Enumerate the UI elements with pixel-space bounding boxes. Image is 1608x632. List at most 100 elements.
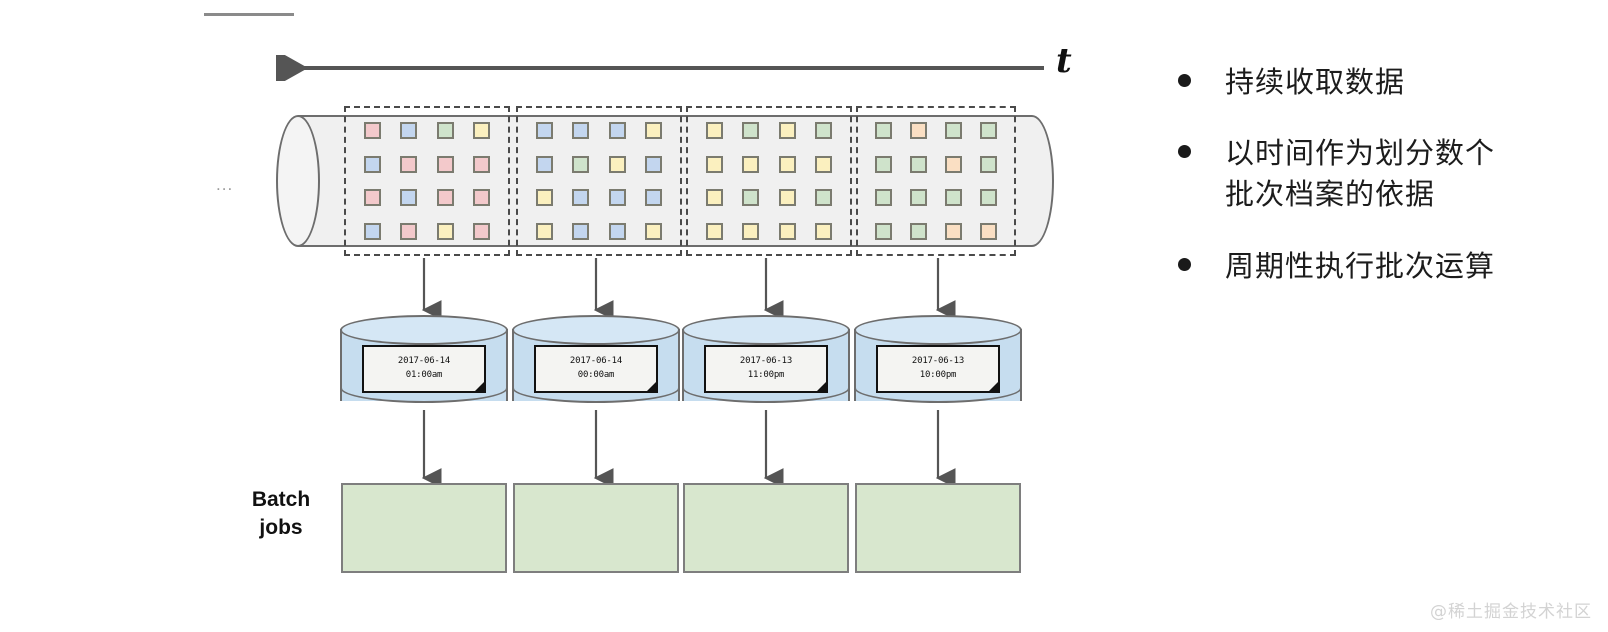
- event-tile: [778, 155, 796, 173]
- event-tile: [705, 155, 723, 173]
- event-tile: [778, 222, 796, 240]
- event-tile: [875, 122, 892, 140]
- batch-job-box[interactable]: [683, 483, 849, 573]
- batch-file-date: 2017-06-13: [739, 356, 793, 367]
- event-tile: [742, 155, 760, 173]
- event-tile: [910, 155, 927, 173]
- bullet-dot-icon: [1178, 145, 1191, 159]
- event-tile: [535, 122, 553, 140]
- event-tile: [572, 122, 590, 140]
- batch-file-date: 2017-06-14: [569, 356, 623, 367]
- event-tile: [815, 122, 833, 140]
- event-tile: [608, 222, 626, 240]
- event-tile: [815, 222, 833, 240]
- event-tile: [535, 155, 553, 173]
- datastore-cylinder[interactable]: 2017-06-14 00:00am: [512, 315, 680, 415]
- event-tile: [980, 222, 997, 240]
- event-tile: [473, 155, 491, 173]
- stream-ellipsis: ...: [216, 175, 234, 194]
- datastore-cylinder[interactable]: 2017-06-14 01:00am: [340, 315, 508, 415]
- event-tile: [535, 189, 553, 207]
- page-fold-icon: [816, 381, 827, 392]
- event-tile: [436, 122, 454, 140]
- event-tile: [473, 122, 491, 140]
- stream-body: [298, 115, 1032, 247]
- event-tile: [945, 189, 962, 207]
- event-tile: [645, 222, 663, 240]
- event-tile: [400, 189, 418, 207]
- batch-job-box[interactable]: [513, 483, 679, 573]
- event-tile: [980, 189, 997, 207]
- watermark: @稀土掘金技术社区: [1430, 602, 1592, 622]
- batch-file-note: 2017-06-14 00:00am: [534, 345, 658, 393]
- event-tile: [645, 155, 663, 173]
- batch-file-date: 2017-06-14: [397, 356, 451, 367]
- datastore-top: [512, 315, 680, 345]
- event-tile: [705, 122, 723, 140]
- top-rule-decoration: [204, 13, 294, 16]
- event-tile: [742, 189, 760, 207]
- event-tile: [436, 155, 454, 173]
- event-tile: [400, 155, 418, 173]
- event-stream-cylinder: [276, 115, 1054, 247]
- event-tile: [980, 155, 997, 173]
- event-tile: [705, 222, 723, 240]
- datastore-cylinder[interactable]: 2017-06-13 10:00pm: [854, 315, 1022, 415]
- event-tile: [945, 122, 962, 140]
- stream-cap-left: [276, 115, 320, 247]
- datastore-top: [340, 315, 508, 345]
- batch-job-box[interactable]: [855, 483, 1021, 573]
- event-tile: [875, 222, 892, 240]
- event-tile: [645, 122, 663, 140]
- batch-file-time: 10:00pm: [919, 370, 957, 380]
- event-tile: [363, 155, 381, 173]
- event-tile: [572, 222, 590, 240]
- event-tile: [400, 222, 418, 240]
- note-bullet-text: 持续收取数据: [1225, 65, 1406, 99]
- batch-file-note: 2017-06-14 01:00am: [362, 345, 486, 393]
- page-fold-icon: [646, 381, 657, 392]
- event-tile: [980, 122, 997, 140]
- event-tile: [436, 222, 454, 240]
- event-tile: [473, 222, 491, 240]
- event-tile: [436, 189, 454, 207]
- datastore-top: [854, 315, 1022, 345]
- batch-job-box[interactable]: [341, 483, 507, 573]
- event-tile: [473, 189, 491, 207]
- event-tile: [400, 122, 418, 140]
- event-tile: [815, 155, 833, 173]
- batch-window-2: [516, 106, 682, 256]
- event-tile: [572, 189, 590, 207]
- event-tile: [815, 189, 833, 207]
- event-tile: [608, 122, 626, 140]
- event-tile: [363, 122, 381, 140]
- note-bullet-item: 持续收取数据: [1178, 62, 1578, 103]
- event-tile: [945, 222, 962, 240]
- bullet-dot-icon: [1178, 257, 1191, 271]
- event-tile: [945, 155, 962, 173]
- batch-window-1: [344, 106, 510, 256]
- event-tile: [742, 222, 760, 240]
- event-tile: [363, 222, 381, 240]
- event-tile: [645, 189, 663, 207]
- batch-window-4: [856, 106, 1016, 256]
- event-tile: [875, 155, 892, 173]
- event-tile: [778, 189, 796, 207]
- page-fold-icon: [988, 381, 999, 392]
- note-bullet-text: 以时间作为划分数个 批次档案的依据: [1225, 136, 1496, 212]
- note-bullet-item: 以时间作为划分数个 批次档案的依据: [1178, 133, 1578, 215]
- event-tile: [875, 189, 892, 207]
- bullet-dot-icon: [1178, 74, 1191, 87]
- batch-file-time: 00:00am: [577, 370, 615, 380]
- page-fold-icon: [474, 381, 485, 392]
- notes-bullet-list: 持续收取数据以时间作为划分数个 批次档案的依据周期性执行批次运算: [1178, 62, 1578, 317]
- batch-file-time: 01:00am: [405, 370, 443, 380]
- batch-jobs-label: Batch jobs: [251, 488, 311, 540]
- event-tile: [572, 155, 590, 173]
- event-tile: [910, 122, 927, 140]
- event-tile: [608, 155, 626, 173]
- batch-file-note: 2017-06-13 10:00pm: [876, 345, 1000, 393]
- batch-window-3: [686, 106, 852, 256]
- batch-file-date: 2017-06-13: [911, 356, 965, 367]
